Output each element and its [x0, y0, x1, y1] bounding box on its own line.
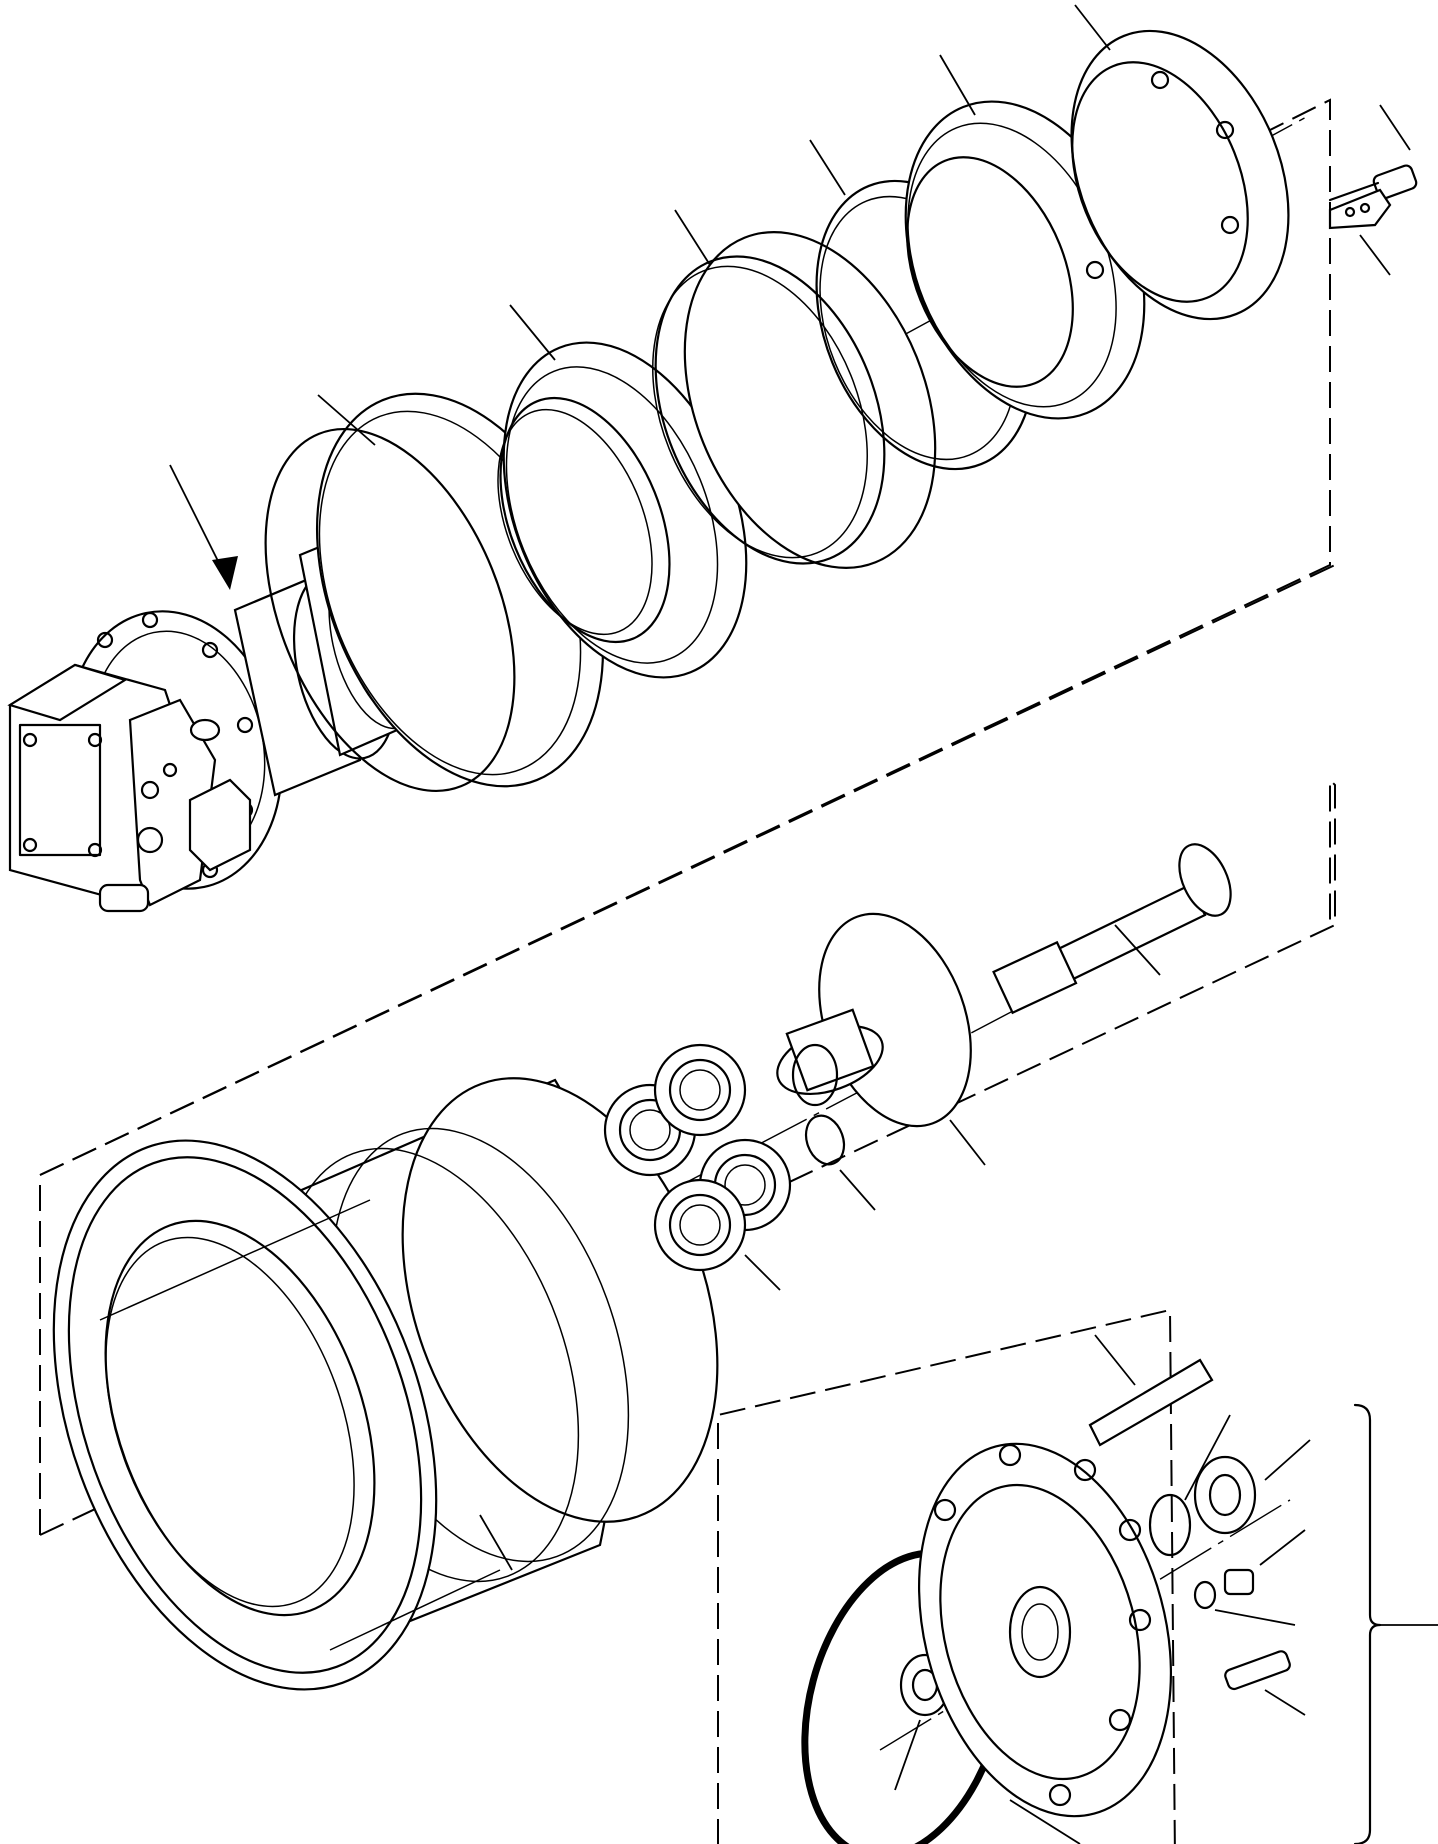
upper-group-boundary — [39, 98, 1331, 1535]
planet-gear-4 — [653, 1178, 781, 1291]
output-flange-hub — [917, 1442, 1173, 1818]
bearing-sleeve — [652, 209, 937, 569]
roller-bearing-inner — [497, 304, 748, 679]
small-plug — [1214, 1529, 1306, 1626]
middle-group-boundary — [39, 564, 1336, 1536]
lock-plate — [1328, 188, 1392, 276]
lower-axis-line — [879, 1499, 1291, 1751]
stud-bolt — [1088, 1334, 1214, 1447]
cap-screw-lower — [1224, 1650, 1306, 1716]
group-bracket — [1353, 1403, 1438, 1844]
washer-small — [1193, 1580, 1217, 1610]
lower-group-boundary — [717, 1308, 1176, 1844]
end-cover-flange — [1070, 4, 1290, 321]
cap-screw-upper — [1328, 104, 1418, 202]
planet-carrier — [776, 912, 986, 1166]
ring-gear-housing — [52, 1077, 719, 1691]
o-ring-small — [1148, 1414, 1231, 1557]
snap-ring-small — [804, 1114, 876, 1211]
direction-arrow — [169, 464, 238, 590]
input-shaft — [992, 843, 1232, 1015]
planet-gear-2 — [653, 1043, 747, 1137]
plug-fitting — [1193, 1439, 1311, 1535]
